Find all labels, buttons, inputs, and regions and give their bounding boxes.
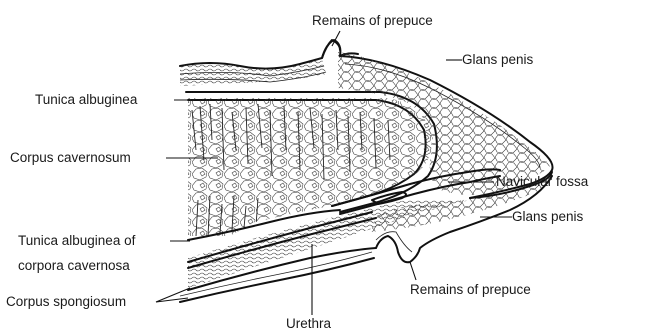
- label-remains-prepuce-bottom: Remains of prepuce: [410, 282, 531, 297]
- label-corpus-spongiosum: Corpus spongiosum: [6, 294, 126, 309]
- label-tunica-albuginea-of-line2: corpora cavernosa: [18, 258, 130, 273]
- label-navicular-fossa: Navicular fossa: [496, 174, 589, 189]
- label-tunica-albuginea: Tunica albuginea: [35, 92, 138, 107]
- label-tunica-albuginea-of-line1: Tunica albuginea of: [18, 233, 136, 248]
- label-remains-prepuce-top: Remains of prepuce: [312, 13, 433, 28]
- label-corpus-cavernosum: Corpus cavernosum: [10, 150, 131, 165]
- label-urethra: Urethra: [286, 316, 332, 331]
- label-glans-penis-bottom: Glans penis: [512, 209, 584, 224]
- label-glans-penis-top: Glans penis: [462, 52, 534, 67]
- anatomy-drawing: [180, 40, 560, 302]
